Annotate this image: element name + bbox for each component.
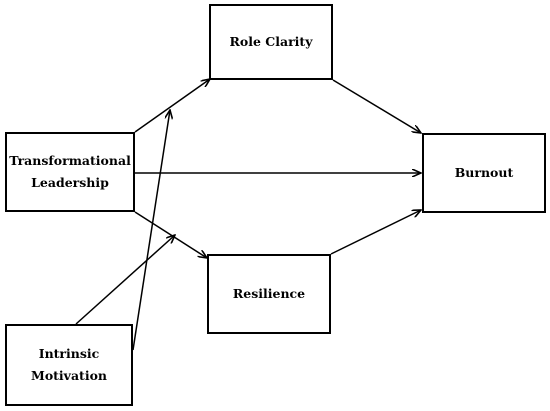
node-resilience: Resilience: [207, 254, 331, 334]
edge-im-to-role-clarity-path: [132, 110, 170, 351]
node-label-line-1: Transformational: [9, 153, 131, 169]
edge-role-clarity-to-burnout: [332, 79, 421, 133]
edge-tl-to-role-clarity: [134, 79, 210, 133]
node-role-clarity: Role Clarity: [209, 4, 333, 80]
node-label: Resilience: [232, 286, 306, 302]
node-label-line-1: Intrinsic: [38, 346, 100, 362]
node-label: Burnout: [454, 165, 514, 181]
node-transformational-leadership: Transformational Leadership: [5, 132, 135, 212]
edge-resilience-to-burnout: [330, 210, 421, 255]
node-intrinsic-motivation: Intrinsic Motivation: [5, 324, 133, 406]
edge-tl-to-resilience: [134, 211, 207, 258]
edge-im-to-resilience-path: [75, 235, 175, 325]
node-label-line-2: Motivation: [30, 368, 107, 383]
node-label-line-2: Leadership: [31, 175, 109, 190]
node-burnout: Burnout: [422, 133, 546, 213]
node-label: Role Clarity: [229, 34, 313, 50]
